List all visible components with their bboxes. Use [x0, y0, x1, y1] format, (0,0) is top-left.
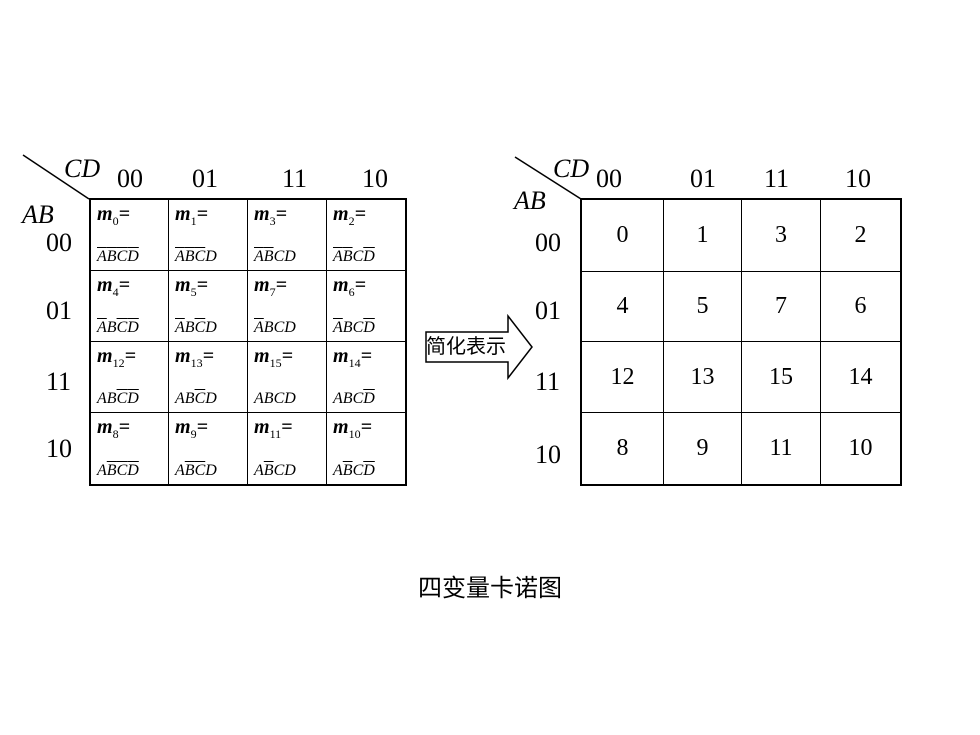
left-map-cell-m5: m5= ABCD — [169, 271, 248, 342]
minterm-expression: ABCD — [254, 248, 296, 265]
left-col-header-01: 01 — [192, 164, 218, 193]
right-map-cell-12: 12 — [582, 342, 664, 413]
right-map-cell-14: 14 — [821, 342, 900, 413]
minterm-label: m13= — [175, 345, 214, 370]
right-col-header-11: 11 — [764, 164, 790, 193]
right-col-header-00: 00 — [596, 164, 622, 193]
minterm-expression: ABCD — [97, 390, 139, 407]
right-map-cell-13: 13 — [664, 342, 742, 413]
simplify-arrow-label: 简化表示 — [426, 336, 506, 358]
left-map-cell-m7: m7= ABCD — [248, 271, 327, 342]
left-map-cell-m6: m6= ABCD — [327, 271, 405, 342]
right-map-cell-11: 11 — [742, 413, 821, 484]
right-map-cell-15: 15 — [742, 342, 821, 413]
right-map-cell-8: 8 — [582, 413, 664, 484]
left-map-cell-m13: m13= ABCD — [169, 342, 248, 413]
minterm-expression: ABCD — [97, 319, 139, 336]
minterm-label: m11= — [254, 416, 293, 441]
right-map-cell-4: 4 — [582, 272, 664, 342]
minterm-label: m9= — [175, 416, 208, 441]
left-col-header-11: 11 — [282, 164, 308, 193]
left-row-var-label: AB — [22, 200, 54, 229]
left-map-cell-m1: m1= ABCD — [169, 200, 248, 271]
left-corner-diagonal — [22, 154, 90, 200]
minterm-expression: ABCD — [175, 462, 217, 479]
left-row-header-10: 10 — [46, 434, 72, 463]
left-map-cell-m14: m14= ABCD — [327, 342, 405, 413]
right-map-cell-5: 5 — [664, 272, 742, 342]
minterm-label: m15= — [254, 345, 293, 370]
right-map-cell-7: 7 — [742, 272, 821, 342]
left-col-var-label: CD — [64, 154, 101, 183]
left-col-header-00: 00 — [117, 164, 143, 193]
left-karnaugh-map: m0= ABCD m1= ABCD m3= ABCD m2= ABCD m4= ABCD m5= AB… — [89, 198, 407, 486]
right-col-header-01: 01 — [690, 164, 716, 193]
left-map-cell-m8: m8= ABCD — [91, 413, 169, 484]
minterm-expression: ABCD — [175, 319, 217, 336]
left-map-cell-m15: m15= ABCD — [248, 342, 327, 413]
right-map-cell-0: 0 — [582, 200, 664, 272]
minterm-label: m6= — [333, 274, 366, 299]
minterm-label: m5= — [175, 274, 208, 299]
minterm-label: m12= — [97, 345, 136, 370]
minterm-expression: ABCD — [97, 462, 139, 479]
left-row-header-00: 00 — [46, 228, 72, 257]
minterm-expression: ABCD — [97, 248, 139, 265]
right-map-cell-3: 3 — [742, 200, 821, 272]
left-map-cell-m2: m2= ABCD — [327, 200, 405, 271]
left-row-header-01: 01 — [46, 296, 72, 325]
minterm-label: m3= — [254, 203, 287, 228]
figure-caption: 四变量卡诺图 — [418, 576, 562, 602]
left-map-cell-m10: m10= ABCD — [327, 413, 405, 484]
left-map-cell-m3: m3= ABCD — [248, 200, 327, 271]
left-row-header-11: 11 — [46, 367, 72, 396]
minterm-label: m4= — [97, 274, 130, 299]
left-map-cell-m11: m11= ABCD — [248, 413, 327, 484]
minterm-label: m8= — [97, 416, 130, 441]
minterm-expression: ABCD — [254, 319, 296, 336]
right-row-header-10: 10 — [535, 440, 561, 469]
left-map-cell-m9: m9= ABCD — [169, 413, 248, 484]
right-map-cell-10: 10 — [848, 435, 873, 461]
right-row-var-label: AB — [514, 186, 546, 215]
minterm-label: m0= — [97, 203, 130, 228]
right-map-cell-9: 9 — [664, 413, 742, 484]
minterm-label: m2= — [333, 203, 366, 228]
left-map-cell-m0: m0= ABCD — [91, 200, 169, 271]
right-corner-diagonal — [514, 156, 582, 200]
minterm-label: m7= — [254, 274, 287, 299]
left-map-cell-m4: m4= ABCD — [91, 271, 169, 342]
minterm-expression: ABCD — [333, 319, 375, 336]
right-row-header-00: 00 — [535, 228, 561, 257]
minterm-expression: ABCD — [254, 462, 296, 479]
minterm-label: m10= — [333, 416, 372, 441]
left-col-header-10: 10 — [362, 164, 388, 193]
minterm-expression: ABCD — [175, 248, 217, 265]
minterm-expression: ABCD — [333, 248, 375, 265]
right-map-cell-1: 1 — [664, 200, 742, 272]
simplify-arrow — [425, 314, 533, 380]
right-row-header-11: 11 — [535, 367, 561, 396]
minterm-label: m1= — [175, 203, 208, 228]
right-col-var-label: CD — [553, 154, 590, 183]
right-col-header-10: 10 — [845, 164, 871, 193]
minterm-expression: ABCD — [254, 390, 296, 407]
minterm-expression: ABCD — [175, 390, 217, 407]
minterm-label: m14= — [333, 345, 372, 370]
right-map-cell-2: 2 — [821, 200, 900, 272]
left-map-cell-m12: m12= ABCD — [91, 342, 169, 413]
right-row-header-01: 01 — [535, 296, 561, 325]
minterm-expression: ABCD — [333, 462, 375, 479]
minterm-expression: ABCD — [333, 390, 375, 407]
right-map-cell-6: 6 — [821, 272, 900, 342]
